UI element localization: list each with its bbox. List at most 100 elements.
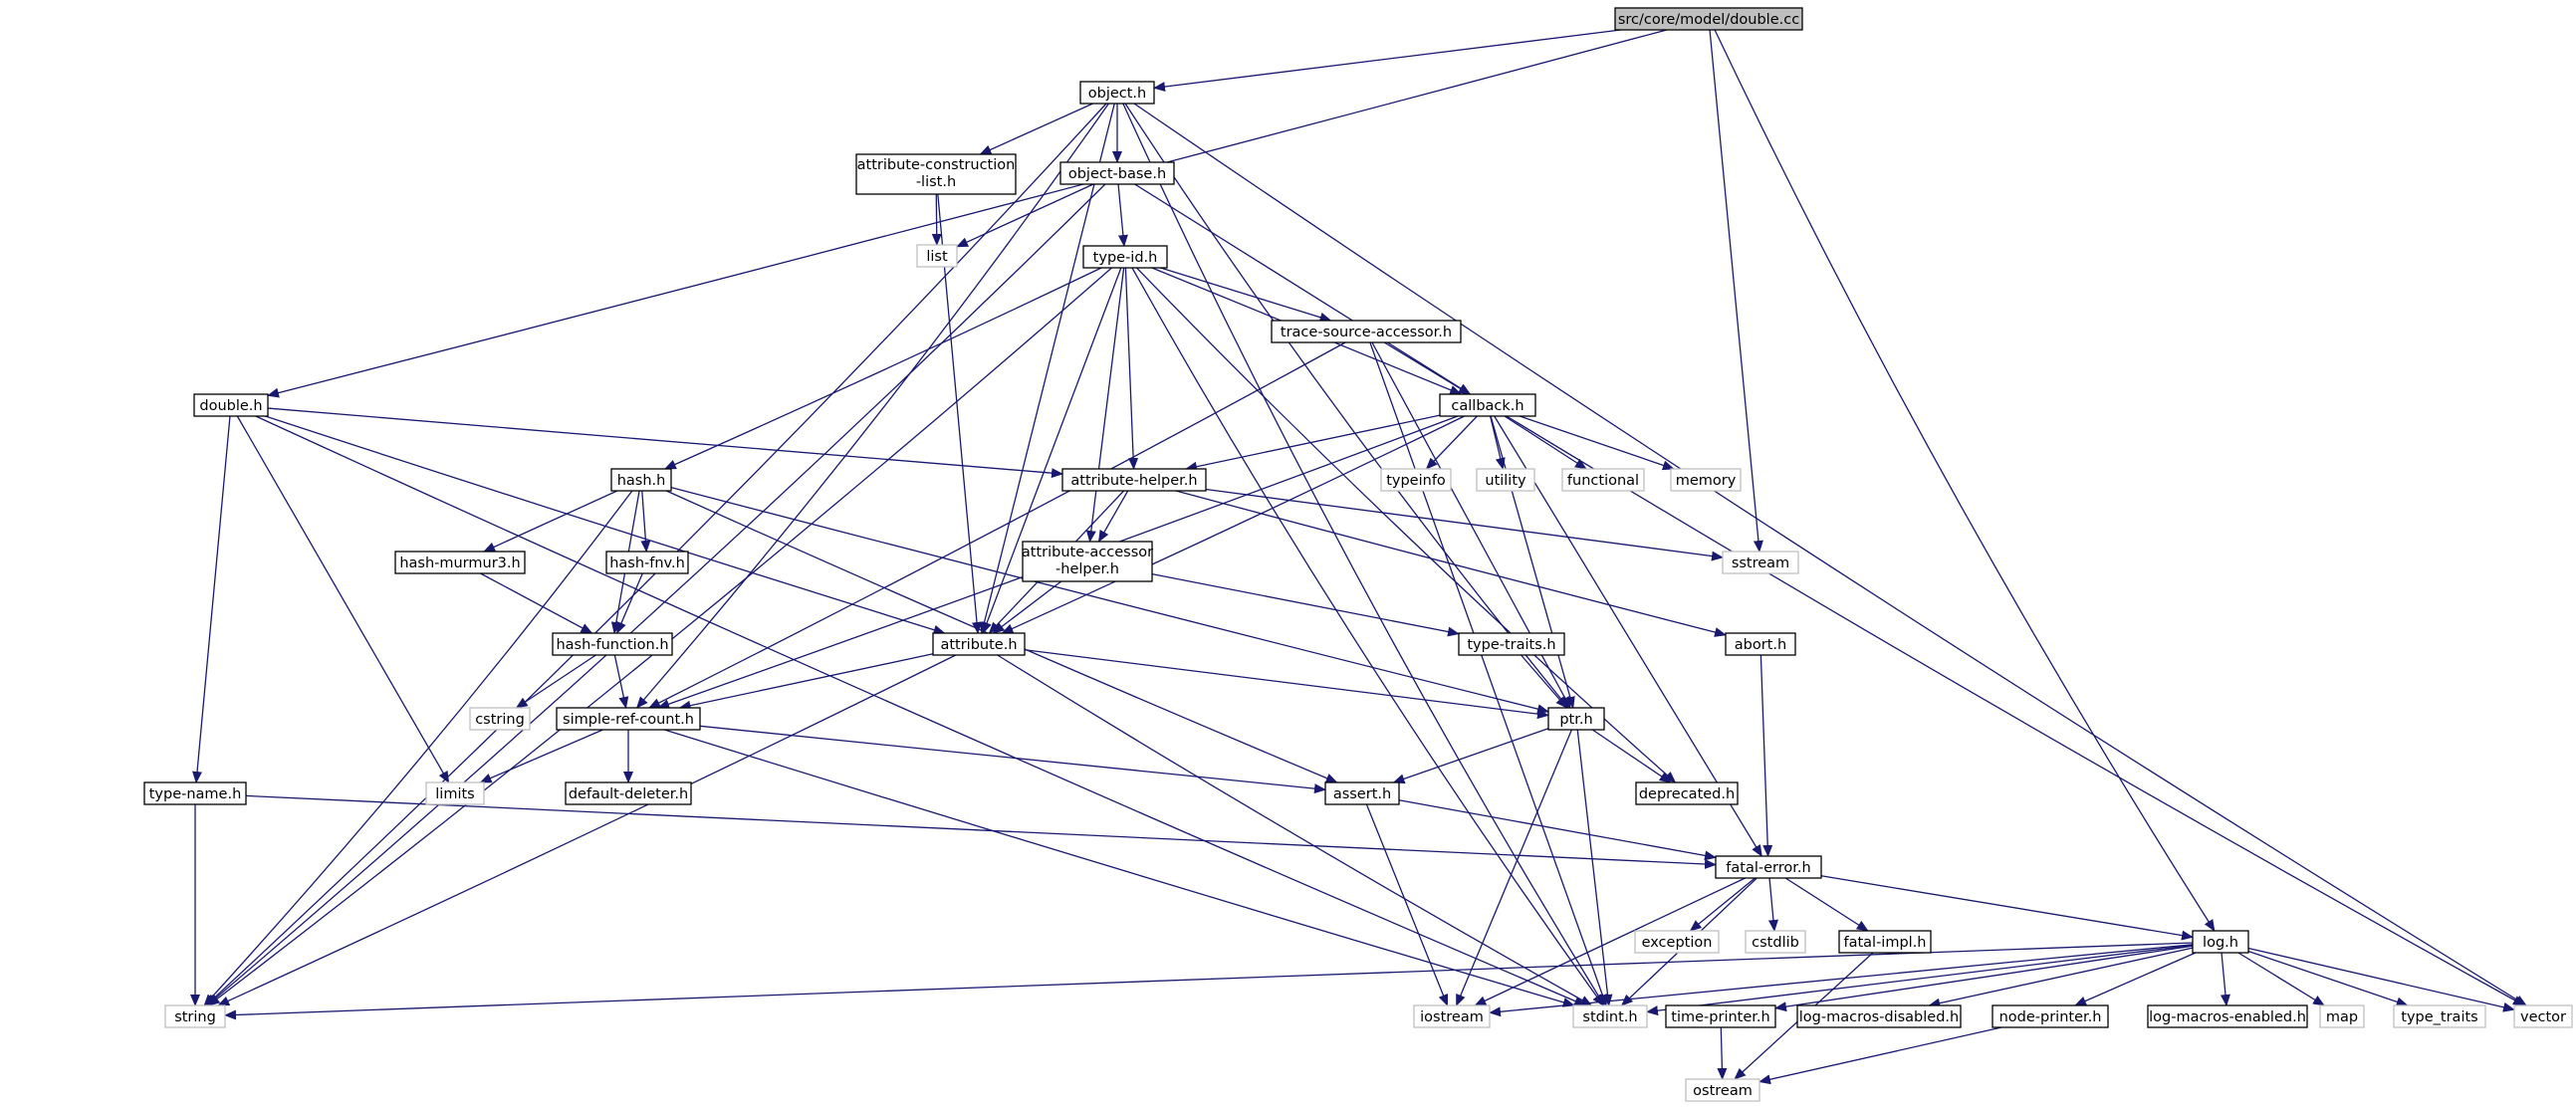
node-label: deprecated.h xyxy=(1639,786,1735,802)
node-hash-murmur3[interactable]: hash-murmur3.h xyxy=(394,551,526,574)
node-trace-source[interactable]: trace-source-accessor.h xyxy=(1271,320,1462,343)
node-box xyxy=(1634,930,1720,954)
node-ptr-h[interactable]: ptr.h xyxy=(1547,707,1605,731)
nodes-layer: src/core/model/double.cc object.h attribut… xyxy=(143,7,2573,1102)
node-type-traits-h[interactable]: type-traits.h xyxy=(1458,632,1565,656)
node-attr-construction[interactable]: attribute-construction-list.h xyxy=(855,153,1017,195)
node-label: log.h xyxy=(2203,935,2238,951)
node-box xyxy=(1082,245,1168,269)
node-utility: utility xyxy=(1476,468,1535,492)
node-simple-ref[interactable]: simple-ref-count.h xyxy=(556,707,701,731)
node-callback[interactable]: callback.h xyxy=(1439,393,1536,417)
node-box xyxy=(855,153,1017,195)
node-double-cc[interactable]: src/core/model/double.cc xyxy=(1614,7,1803,31)
edge-attribute_h-to-stdint xyxy=(997,654,1593,1006)
node-box xyxy=(425,781,485,805)
node-vector: vector xyxy=(2513,1004,2573,1028)
node-label: cstring xyxy=(475,712,525,728)
node-label: attribute.h xyxy=(940,637,1017,653)
node-abort-h[interactable]: abort.h xyxy=(1725,632,1796,656)
edge-log_h-to-iostream xyxy=(1489,944,2194,1017)
node-assert-h[interactable]: assert.h xyxy=(1324,781,1400,805)
node-log-h[interactable]: log.h xyxy=(2192,930,2249,954)
node-box xyxy=(2192,930,2249,954)
node-box xyxy=(1614,7,1803,31)
node-label: node-printer.h xyxy=(1999,1009,2102,1025)
node-box xyxy=(556,707,701,731)
edge-log_h-to-time_printer xyxy=(1774,945,2194,1012)
edge-double_h-to-stdint xyxy=(255,415,1587,1006)
edge-double_h-to-type_name xyxy=(192,415,231,783)
edge-callback-to-attr_helper xyxy=(1185,414,1441,472)
node-box xyxy=(469,707,531,731)
node-double-h[interactable]: double.h xyxy=(193,393,269,417)
node-type-name[interactable]: type-name.h xyxy=(143,781,247,805)
edge-type_id-to-string xyxy=(207,267,1112,1006)
node-label: hash.h xyxy=(617,473,666,489)
edge-double_cc-to-sstream xyxy=(1709,29,1763,553)
node-label: fatal-error.h xyxy=(1726,860,1810,876)
node-box xyxy=(1665,1004,1776,1028)
node-log-macros-disabled[interactable]: log-macros-disabled.h xyxy=(1796,1004,1962,1028)
node-box xyxy=(1458,632,1565,656)
edge-log_h-to-node_printer xyxy=(2074,952,2197,1006)
edge-simple_ref-to-stdint xyxy=(664,729,1575,1007)
node-label: attribute-helper.h xyxy=(1070,473,1197,489)
node-deprecated-h[interactable]: deprecated.h xyxy=(1635,781,1739,805)
node-label: hash-murmur3.h xyxy=(399,555,520,571)
edge-trace_source-to-ptr_h xyxy=(1371,341,1571,709)
node-label: memory xyxy=(1676,473,1737,489)
edge-fatal_error-to-fatal_impl xyxy=(1784,877,1869,932)
edge-hash_function-to-simple_ref xyxy=(613,654,629,709)
node-fatal-impl[interactable]: fatal-impl.h xyxy=(1838,930,1932,954)
node-node-printer[interactable]: node-printer.h xyxy=(1991,1004,2109,1028)
node-label: src/core/model/double.cc xyxy=(1618,12,1799,28)
node-ostream: ostream xyxy=(1685,1078,1760,1102)
node-box xyxy=(1022,541,1153,582)
node-box xyxy=(164,1004,226,1028)
edge-trace_source-to-simple_ref xyxy=(648,341,1346,709)
edge-attr_helper-to-abort_h xyxy=(1175,490,1727,637)
edge-object_h-to-simple_ref xyxy=(635,103,1109,709)
edge-double_h-to-limits xyxy=(236,415,450,783)
node-hash-fnv[interactable]: hash-fnv.h xyxy=(605,551,689,574)
edge-fatal_error-to-exception xyxy=(1689,877,1756,932)
node-attribute-h[interactable]: attribute.h xyxy=(932,632,1026,656)
node-time-printer[interactable]: time-printer.h xyxy=(1665,1004,1776,1028)
node-label: iostream xyxy=(1420,1009,1484,1025)
node-label: cstdlib xyxy=(1752,935,1799,951)
edge-ptr_h-to-assert_h xyxy=(1392,728,1549,784)
node-box xyxy=(565,781,692,805)
edge-object_h-to-ptr_h xyxy=(1124,103,1569,709)
node-object-base[interactable]: object-base.h xyxy=(1059,161,1175,185)
node-fatal-error[interactable]: fatal-error.h xyxy=(1715,855,1822,879)
edge-object_base-to-string xyxy=(206,183,1106,1006)
node-label: functional xyxy=(1567,473,1639,489)
edge-attr_construction-to-list xyxy=(931,193,942,246)
node-label: type_traits xyxy=(2401,1009,2477,1025)
node-sstream: sstream xyxy=(1722,551,1799,574)
edge-assert_h-to-fatal_error xyxy=(1398,799,1717,861)
node-log-macros-enabled[interactable]: log-macros-enabled.h xyxy=(2147,1004,2308,1028)
node-attr-accessor[interactable]: attribute-accessor-helper.h xyxy=(1022,541,1153,582)
node-box xyxy=(2319,1004,2365,1028)
edge-callback-to-functional xyxy=(1504,415,1587,470)
node-label: -list.h xyxy=(916,174,956,190)
node-hash-h[interactable]: hash.h xyxy=(610,468,672,492)
node-box xyxy=(1722,551,1799,574)
node-attr-helper[interactable]: attribute-helper.h xyxy=(1061,468,1207,492)
node-box xyxy=(605,551,689,574)
edge-node_printer-to-ostream xyxy=(1758,1026,2002,1085)
edge-double_cc-to-log_h xyxy=(1714,29,2216,932)
edge-log_h-to-log_macros_enabled xyxy=(2220,952,2230,1006)
edge-attribute_h-to-simple_ref xyxy=(678,653,934,711)
node-cstring: cstring xyxy=(469,707,531,731)
edge-hash_function-to-cstring xyxy=(515,654,596,709)
node-type-id[interactable]: type-id.h xyxy=(1082,245,1168,269)
node-label: ostream xyxy=(1693,1083,1753,1099)
node-box xyxy=(2393,1004,2486,1028)
node-hash-function[interactable]: hash-function.h xyxy=(552,632,673,656)
node-default-deleter[interactable]: default-deleter.h xyxy=(565,781,692,805)
node-object-h[interactable]: object.h xyxy=(1079,81,1155,105)
